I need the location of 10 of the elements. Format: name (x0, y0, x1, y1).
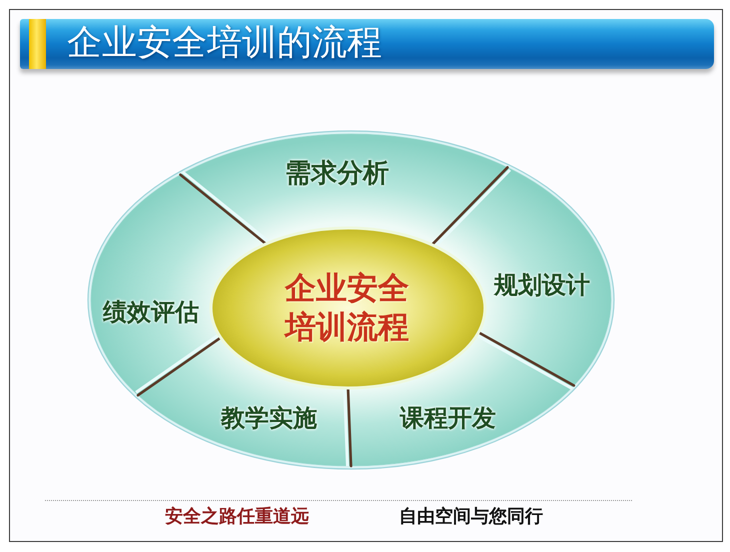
center-ellipse (208, 224, 488, 390)
footer-text: 安全之路任重道远 (165, 507, 309, 527)
center-label: 企业安全培训流程 (283, 269, 410, 347)
segment-label: 需求分析 (285, 160, 389, 188)
segment-label: 绩效评估 (103, 298, 199, 326)
segment-label: 教学实施 (221, 404, 317, 432)
title: 企业安全培训的流程 (67, 26, 382, 61)
footer-text: 自由空间与您同行 (399, 507, 543, 527)
segment-label: 课程开发 (400, 404, 496, 432)
segment-label: 规划设计 (494, 272, 590, 298)
